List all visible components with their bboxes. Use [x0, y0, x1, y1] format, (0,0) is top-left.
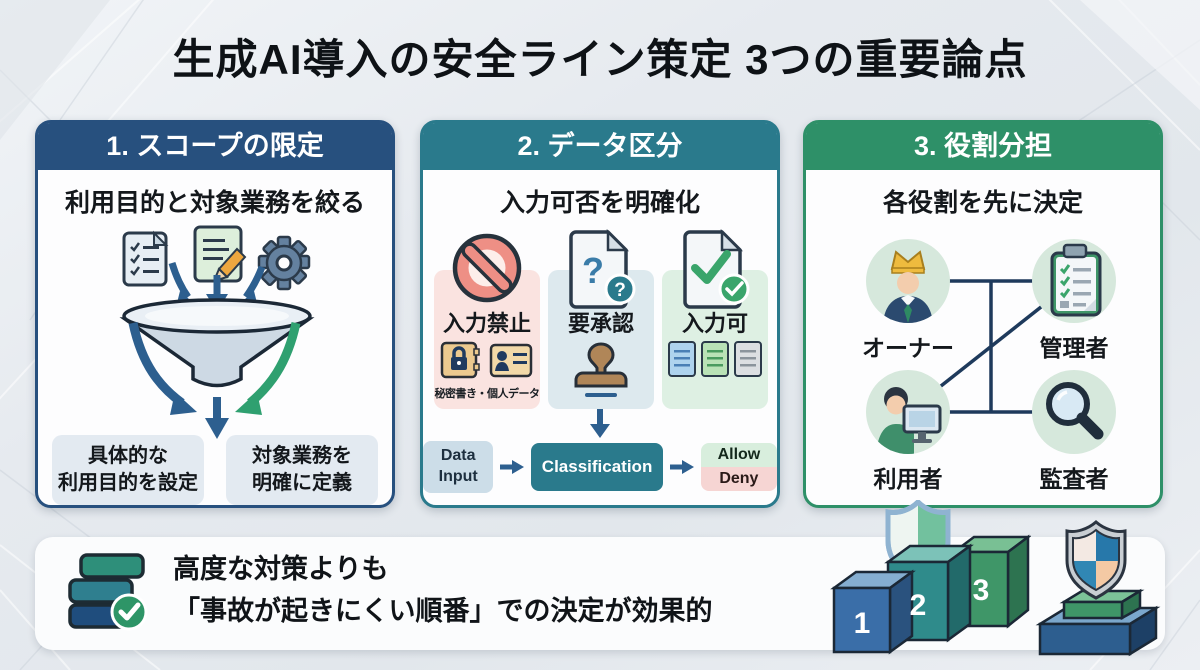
question-document-icon: ? ?: [569, 228, 636, 309]
auditor-magnifier-icon: [1046, 382, 1104, 440]
classification-box: Classification: [530, 442, 664, 491]
deny-chip: Deny: [700, 466, 777, 491]
data-columns: 入力禁止: [434, 228, 768, 409]
user-label: 利用者: [873, 466, 943, 492]
card-data-classification: 2. データ区分 入力可否を明確化 入力禁止: [420, 120, 780, 508]
allow-chip: Allow: [700, 442, 777, 467]
funnel-icon: [119, 298, 315, 388]
prohibited-data-icons: [440, 341, 533, 379]
purpose-box: 具体的な 利用目的を設定: [52, 435, 204, 505]
mini-documents-icon: [668, 341, 762, 378]
footer-message: 高度な対策よりも 「事故が起きにくい順番」での決定が効果的: [173, 549, 712, 633]
gear-icon: [257, 235, 311, 291]
user-computer-icon: [876, 387, 942, 454]
auditor-label: 監査者: [1039, 466, 1109, 492]
funnel-illustration: [119, 225, 315, 439]
checklist-icon: [122, 230, 169, 287]
edit-document-icon: [193, 225, 247, 283]
classification-down-arrow: [590, 409, 610, 438]
mini-doc-green-icon: [701, 341, 729, 378]
data-input-box: Data Input: [423, 441, 494, 493]
admin-label: 管理者: [1039, 335, 1109, 361]
card-scope-subtitle: 利用目的と対象業務を絞る: [64, 189, 365, 217]
admin-clipboard-icon: [1050, 243, 1102, 317]
scope-result-boxes: 具体的な 利用目的を設定 対象業務を 明確に定義: [38, 435, 392, 505]
user-avatar: [866, 370, 950, 454]
card-data-subtitle: 入力可否を明確化: [499, 189, 700, 217]
column-allowed: 入力可: [662, 228, 768, 409]
locked-notebook-icon: [440, 341, 480, 379]
funnel-output-arrow: [205, 397, 229, 439]
owner-crown-icon: [883, 250, 933, 323]
quartered-shield-icon: [1035, 520, 1161, 657]
classification-flow: Data Input Classification Allow Deny: [423, 441, 777, 493]
target-box-line1: 対象業務を: [252, 445, 352, 467]
footer-line1: 高度な対策よりも: [173, 554, 389, 584]
owner-label: オーナー: [862, 335, 954, 361]
page-title: 生成AI導入の安全ライン策定 3つの重要論点: [172, 36, 1028, 83]
podium-shield-icon: 1 2 3: [830, 500, 1031, 655]
approval-label: 要承認: [567, 311, 634, 336]
svg-text:?: ?: [582, 250, 604, 291]
podium-number-2: 2: [910, 589, 927, 622]
allow-deny-box: Allow Deny: [700, 442, 777, 491]
podium-number-1: 1: [854, 607, 871, 640]
purpose-box-line2: 利用目的を設定: [58, 472, 198, 494]
stamp-icon: [574, 342, 628, 398]
card-roles: 3. 役割分担 各役割を先に決定: [803, 120, 1163, 508]
personal-data-card-icon: [489, 343, 533, 378]
column-approval: ? ? 要承認: [548, 228, 654, 409]
owner-avatar: [866, 239, 950, 323]
card-scope-header: 1. スコープの限定: [38, 123, 392, 170]
admin-avatar: [1032, 239, 1116, 323]
mini-doc-gray-icon: [734, 341, 762, 378]
approved-document-icon: [683, 228, 750, 309]
flow-arrow-icon: [670, 459, 694, 474]
flow-arrow-icon: [500, 459, 524, 474]
card-roles-header: 3. 役割分担: [806, 123, 1160, 170]
footer-line2: 「事故が起きにくい順番」での決定が効果的: [173, 595, 713, 626]
auditor-avatar: [1032, 370, 1116, 454]
target-box-line2: 明確に定義: [252, 472, 352, 494]
role-connection-lines: [906, 279, 1076, 414]
footer-message-bar: 高度な対策よりも 「事故が起きにくい順番」での決定が効果的: [35, 537, 1165, 650]
prohibited-label: 入力禁止: [442, 311, 531, 336]
card-scope: 1. スコープの限定 利用目的と対象業務を絞る: [35, 120, 395, 508]
column-prohibited: 入力禁止: [434, 233, 541, 409]
bypass-arrow-right: [235, 322, 301, 415]
stacked-layers-check-icon: [68, 553, 148, 631]
bypass-arrow-left: [128, 322, 197, 415]
allowed-label: 入力可: [681, 311, 748, 336]
prohibited-icon: [452, 233, 522, 303]
target-box: 対象業務を 明確に定義: [226, 435, 378, 505]
prohibited-caption: 秘密書き・個人データ: [434, 388, 541, 401]
purpose-box-line1: 具体的な: [88, 445, 168, 467]
podium-number-3: 3: [973, 574, 990, 607]
card-data-header: 2. データ区分: [423, 123, 777, 170]
svg-text:?: ?: [614, 280, 626, 301]
card-roles-subtitle: 各役割を先に決定: [882, 189, 1083, 217]
mini-doc-blue-icon: [668, 341, 696, 378]
